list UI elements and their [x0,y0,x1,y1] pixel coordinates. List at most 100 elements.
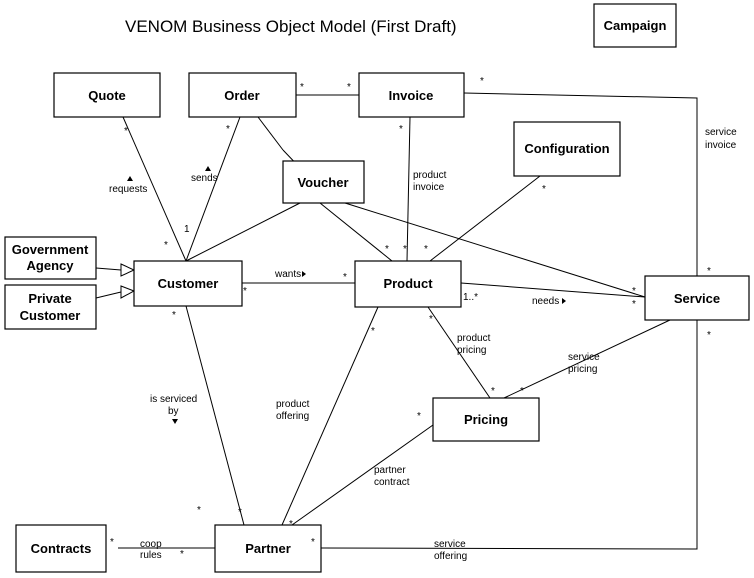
mult-pricing-product: * [491,386,495,397]
label-product-invoice-2: invoice [413,182,445,193]
assoc-order-customer [185,116,241,262]
class-partner[interactable]: Partner [214,524,322,573]
mult-partner-product: * [289,519,293,530]
label-wants: wants [274,269,301,280]
class-campaign-label: Campaign [604,18,667,33]
class-quote[interactable]: Quote [53,72,161,118]
label-partner-contract-1: partner [374,465,406,476]
class-invoice-label: Invoice [389,88,434,103]
class-contracts-label: Contracts [31,541,92,556]
mult-product-customer: * [343,272,347,283]
mult-product-pricing: * [429,314,433,325]
label-service-pricing-1: service [568,352,600,363]
label-is-serviced-by-2: by [168,406,179,417]
mult-order: * [226,124,230,135]
class-private-customer-label-2: Customer [20,308,81,323]
assoc-pricing-partner [291,424,434,526]
mult-order-invoice: * [300,82,304,93]
mult-service-partner: * [707,330,711,341]
class-pricing-label: Pricing [464,412,508,427]
assoc-invoice-service [463,92,698,276]
label-needs: needs [532,296,559,307]
class-private-customer[interactable]: Private Customer [4,284,97,330]
label-is-serviced-by-1: is serviced [150,394,197,405]
class-order[interactable]: Order [188,72,297,118]
label-coop-rules-2: rules [140,550,162,561]
class-pricing[interactable]: Pricing [432,397,540,442]
association-labels: requests sends wants needs product invoi… [109,127,737,562]
mult-product-service: 1..* [463,292,478,303]
label-product-invoice-1: product [413,170,447,181]
class-customer[interactable]: Customer [133,260,243,307]
direction-arrow-down [172,419,178,424]
mult-pricing-service: * [520,386,524,397]
assoc-configuration-product [429,175,541,262]
label-service-invoice-1: service [705,127,737,138]
label-service-pricing-2: pricing [568,364,597,375]
label-service-offering-2: offering [434,551,467,562]
gen-private-customer [95,291,122,299]
mult-partner-top: * [197,505,201,516]
label-requests: requests [109,184,147,195]
mult-pricing-partner: * [417,411,421,422]
class-campaign[interactable]: Campaign [593,3,677,48]
label-product-offering-2: offering [276,411,309,422]
mult-customer-partner: * [172,310,176,321]
mult-configuration: * [542,184,546,195]
assoc-voucher-product [319,202,393,262]
mult-contracts-partner: * [110,537,114,548]
mult-product-partner: * [371,326,375,337]
gen-government-customer [95,267,122,271]
assoc-product-pricing [427,306,491,399]
class-invoice[interactable]: Invoice [358,72,465,118]
association-lines [95,92,698,550]
class-government-agency[interactable]: Government Agency [4,236,97,280]
class-configuration-label: Configuration [524,141,609,156]
mult-product-configuration: * [424,244,428,255]
assoc-partner-service [320,320,698,550]
class-quote-label: Quote [88,88,126,103]
assoc-invoice-product [406,116,411,262]
assoc-customer-partner [185,305,245,526]
class-product[interactable]: Product [354,260,462,308]
mult-product-voucher: * [385,244,389,255]
mult-invoice-product: * [399,124,403,135]
label-service-offering-1: service [434,539,466,550]
assoc-quote-customer [122,116,187,262]
class-partner-label: Partner [245,541,291,556]
class-government-agency-label-2: Agency [27,258,75,273]
class-service-label: Service [674,291,720,306]
mult-customer-product: * [243,286,247,297]
mult-product-invoice: * [403,244,407,255]
class-order-label: Order [224,88,259,103]
assoc-service-pricing [503,319,671,399]
mult-partner-service: * [311,537,315,548]
class-government-agency-label-1: Government [12,242,89,257]
class-voucher[interactable]: Voucher [282,160,365,204]
class-product-label: Product [383,276,433,291]
label-product-pricing-2: pricing [457,345,486,356]
mult-customer-quote: * [164,240,168,251]
generalization-arrow [120,285,136,299]
class-configuration[interactable]: Configuration [513,121,621,177]
direction-arrow-right [562,298,566,304]
direction-arrow-up [205,166,211,171]
class-voucher-label: Voucher [297,175,348,190]
mult-service-invoice: * [707,266,711,277]
label-product-offering-1: product [276,399,310,410]
mult-partner-customer: * [238,507,242,518]
label-service-invoice-2: invoice [705,140,737,151]
mult-quote: * [124,126,128,137]
direction-arrow-up [127,176,133,181]
assoc-voucher-service [344,202,646,298]
multiplicities: * * * * * * * * 1 * * * * * 1..* * * * *… [110,76,711,560]
label-sends: sends [191,173,218,184]
generalization-arrow [120,263,136,277]
assoc-product-partner [281,306,379,526]
mult-service-voucher: * [632,286,636,297]
mult-service-product: * [632,299,636,310]
class-service[interactable]: Service [644,275,750,321]
label-coop-rules-1: coop [140,539,162,550]
class-contracts[interactable]: Contracts [15,524,107,573]
